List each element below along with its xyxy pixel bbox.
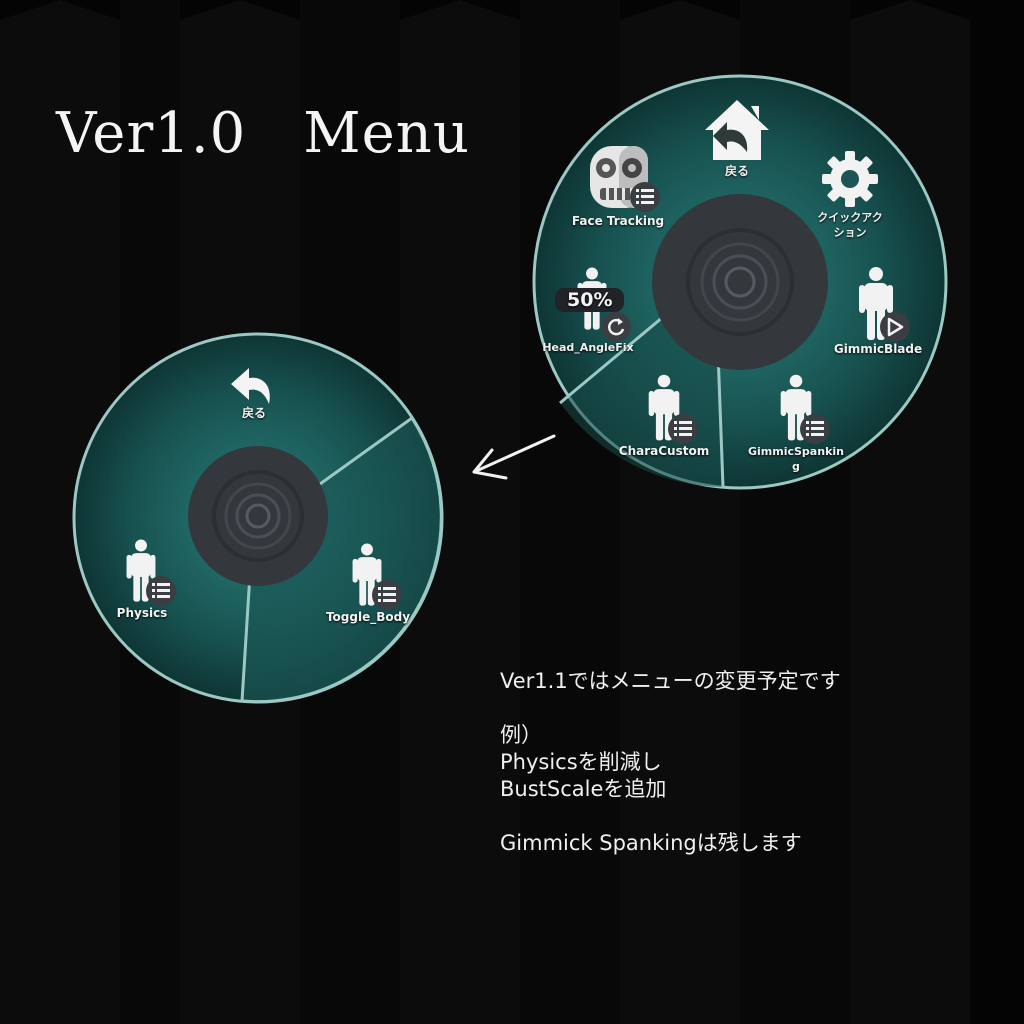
sub-item-toggle-body-label: Toggle_Body xyxy=(325,610,411,624)
arrow-icon xyxy=(472,434,556,480)
sub-item-toggle-body[interactable]: Toggle_Body xyxy=(318,542,418,625)
back-arrow-icon xyxy=(231,368,270,404)
gear-icon xyxy=(822,151,878,207)
main-item-characustom-label: CharaCustom xyxy=(618,444,710,458)
person-icon xyxy=(648,374,680,441)
main-item-face-tracking-label: Face Tracking xyxy=(571,214,665,228)
main-item-gimmicblade[interactable]: GimmicBlade xyxy=(828,266,928,357)
note-line xyxy=(500,695,841,722)
main-item-back[interactable]: 戻る xyxy=(692,94,782,179)
main-item-face-tracking[interactable]: Face Tracking xyxy=(566,142,670,229)
person-icon xyxy=(352,543,382,606)
main-item-characustom[interactable]: CharaCustom xyxy=(614,372,714,459)
main-item-back-label: 戻る xyxy=(724,164,749,178)
note-line: BustScaleを追加 xyxy=(500,777,667,801)
note-line: Physicsを削減し xyxy=(500,750,662,774)
main-item-head-anglefix-label: Head_AngleFix xyxy=(542,341,634,354)
sub-radial-menu xyxy=(72,332,444,704)
submenu-list-icon xyxy=(372,580,402,610)
main-item-quick-action[interactable]: クイックアク ション xyxy=(808,148,892,240)
change-notes: Ver1.1ではメニューの変更予定です 例） Physicsを削減し BustS… xyxy=(500,668,841,857)
sub-center-hub xyxy=(188,446,328,586)
note-line: 例） xyxy=(500,723,542,747)
main-center-hub xyxy=(652,194,828,370)
submenu-list-icon xyxy=(146,576,176,606)
sub-item-back[interactable]: 戻る xyxy=(214,360,294,421)
page-title: Ver1.0 Menu xyxy=(56,101,470,166)
radial-reset-icon xyxy=(601,312,631,342)
radial-value-display: 50% xyxy=(555,288,625,312)
main-item-gimmicspanking-label: GimmicSpankin g xyxy=(748,445,844,473)
submenu-list-icon xyxy=(668,414,698,444)
main-item-gimmicblade-label: GimmicBlade xyxy=(833,342,923,356)
person-icon xyxy=(126,539,156,602)
sub-item-physics-label: Physics xyxy=(116,606,168,620)
note-line: Ver1.1ではメニューの変更予定です xyxy=(500,669,841,693)
note-line xyxy=(500,803,841,830)
person-icon xyxy=(780,374,812,441)
submenu-list-icon xyxy=(800,414,830,444)
sub-item-back-label: 戻る xyxy=(241,406,266,420)
home-back-icon xyxy=(705,100,769,160)
submenu-list-icon xyxy=(630,182,660,212)
play-icon xyxy=(880,312,910,342)
person-icon xyxy=(859,267,893,340)
main-item-gimmicspanking[interactable]: GimmicSpankin g xyxy=(746,372,846,474)
main-item-quick-action-label: クイックアク ション xyxy=(817,211,883,239)
sub-item-physics[interactable]: Physics xyxy=(92,538,192,621)
note-line: Gimmick Spankingは残します xyxy=(500,831,802,855)
main-item-head-anglefix[interactable]: 50% Head_AngleFix xyxy=(536,264,640,355)
